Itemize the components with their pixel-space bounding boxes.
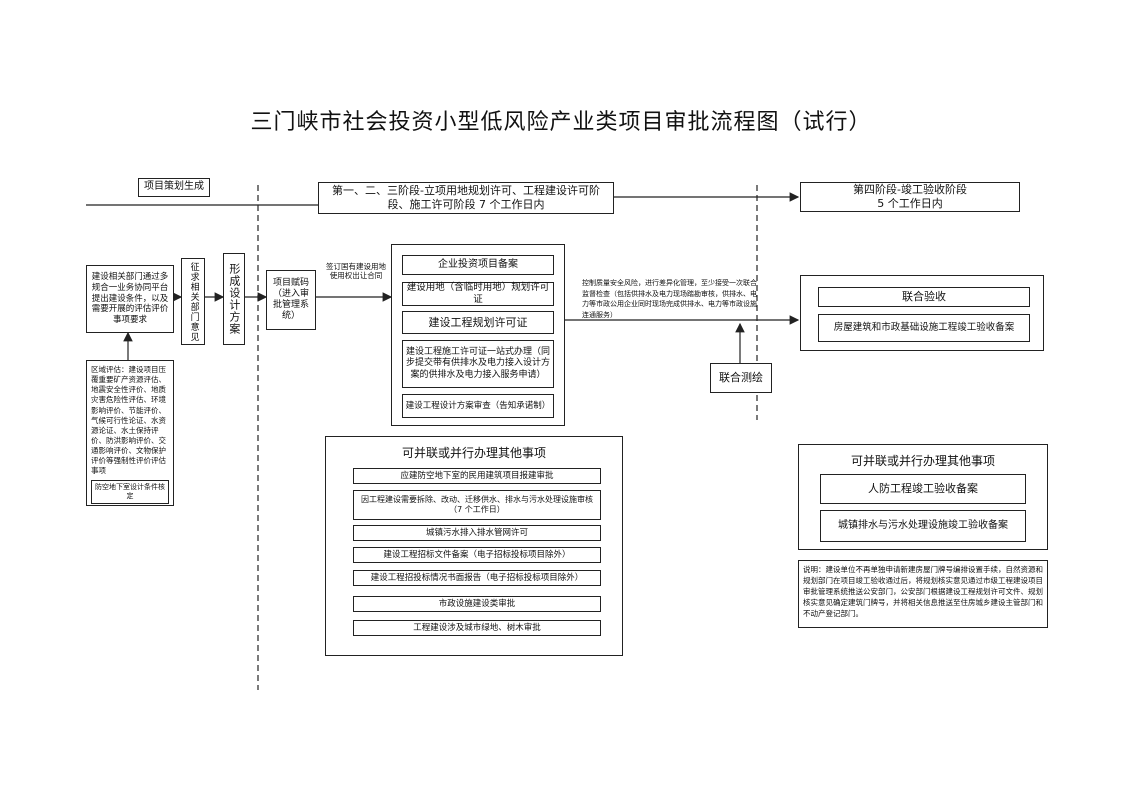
stage-1-3-box: 第一、二、三阶段-立项用地规划许可、工程建设许可阶段、施工许可阶段 7 个工作日…	[318, 182, 614, 214]
joint-acceptance-box: 联合验收	[818, 287, 1030, 307]
house-acceptance-filing-box: 房屋建筑和市政基础设施工程竣工验收备案	[818, 314, 1030, 342]
stage-4-days: 5 个工作日内	[877, 197, 943, 210]
approval-design-review: 建设工程设计方案审查（告知承诺制）	[402, 394, 554, 418]
approval-land-planning-permit: 建设用地（含临时用地）规划许可证	[402, 282, 554, 306]
project-code-box: 项目赋码（进入审批管理系统）	[266, 270, 316, 330]
note-box: 说明：建设单位不再单独申请新建房屋门牌号编排设置手续，自然资源和规划部门在项目竣…	[798, 560, 1048, 628]
land-contract-label: 签订国有建设用地使用权出让合同	[326, 262, 386, 281]
parallel-item-green-tree: 工程建设涉及城市绿地、树木审批	[353, 620, 601, 636]
page-title: 三门峡市社会投资小型低风险产业类项目审批流程图（试行）	[250, 110, 872, 135]
design-plan-box: 形成设计方案	[223, 253, 245, 345]
approval-construction-permit: 建设工程施工许可证一站式办理（同步提交带有供排水及电力接入设计方案的供排水及电力…	[402, 340, 554, 388]
parallel-right-title: 可并联或并行办理其他事项	[850, 454, 995, 468]
parallel-item-water-facility-review: 因工程建设需要拆除、改动、迁移供水、排水与污水处理设施审核（7 个工作日）	[353, 490, 601, 520]
platform-requirements-box: 建设相关部门通过多规合一业务协同平台提出建设条件，以及需要开展的评估评价事项要求	[86, 265, 174, 333]
parallel-item-tender-filing: 建设工程招标文件备案（电子招标投标项目除外）	[353, 547, 601, 563]
consult-departments-box: 征求相关部门意见	[181, 258, 205, 345]
parallel-right-drainage-acceptance: 城镇排水与污水处理设施竣工验收备案	[820, 510, 1026, 542]
parallel-items-title: 可并联或并行办理其他事项	[401, 446, 546, 460]
parallel-item-civil-air-defense: 应建防空地下室的民用建筑项目报建审批	[353, 468, 601, 484]
parallel-right-civil-air-acceptance: 人防工程竣工验收备案	[820, 474, 1026, 504]
joint-survey-box: 联合测绘	[710, 363, 772, 393]
parallel-item-municipal-facility: 市政设施建设类审批	[353, 596, 601, 612]
quality-control-note: 控制质量安全风险，进行差异化管理，至少接受一次联合监督检查（包括供排水及电力现场…	[582, 279, 757, 319]
approval-engineering-planning-permit: 建设工程规划许可证	[402, 311, 554, 334]
civil-air-defense-box: 防空地下室设计条件核定	[91, 480, 169, 504]
stage-4-label: 第四阶段-竣工验收阶段	[853, 183, 967, 197]
start-box-project-planning: 项目策划生成	[138, 178, 210, 197]
approval-enterprise-filing: 企业投资项目备案	[402, 255, 554, 275]
parallel-item-sewage-permit: 城镇污水排入排水管网许可	[353, 525, 601, 541]
stage-4-box: 第四阶段-竣工验收阶段 5 个工作日内	[800, 182, 1020, 212]
regional-evaluation-text: 区域评估：建设项目压覆重要矿产资源评估、地震安全性评价、地质灾害危险性评估、环境…	[91, 365, 166, 476]
parallel-item-tender-report: 建设工程招投标情况书面报告（电子招标投标项目除外）	[353, 570, 601, 586]
regional-evaluation-box: 区域评估：建设项目压覆重要矿产资源评估、地震安全性评价、地质灾害危险性评估、环境…	[86, 360, 174, 506]
